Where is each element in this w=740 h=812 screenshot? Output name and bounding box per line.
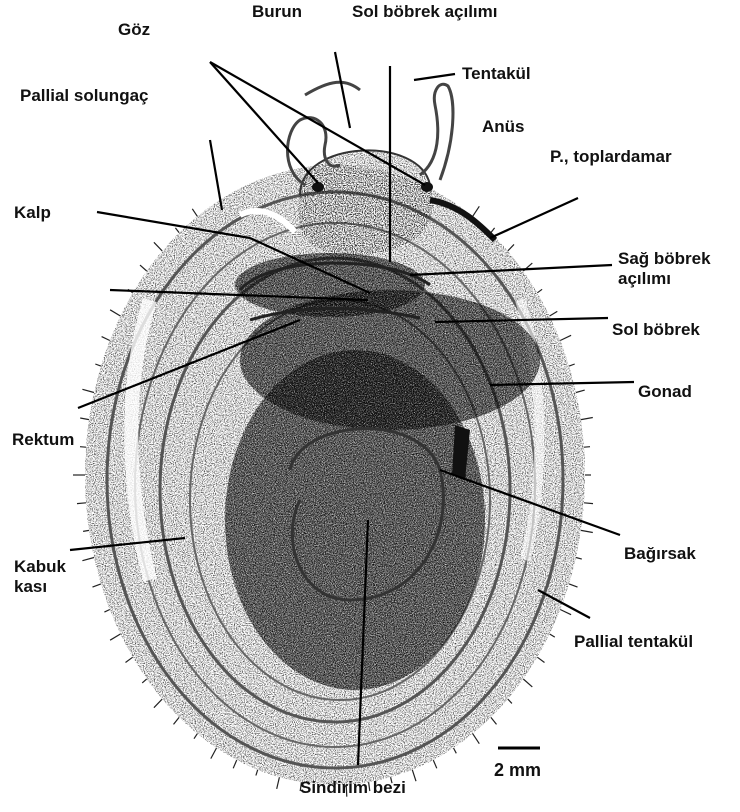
fringe-spike <box>110 310 120 316</box>
leader-goz-left <box>210 62 318 183</box>
top-fold <box>305 82 360 95</box>
fringe-spike <box>581 418 593 420</box>
label-bagirsak: Bağırsak <box>624 544 696 564</box>
label-rektum: Rektum <box>12 430 74 450</box>
label-kabuk-line2: kası <box>14 577 66 597</box>
label-sindirim-bezi: Sindirim bezi <box>300 778 406 798</box>
fringe-spike <box>211 748 217 759</box>
fringe-spike <box>174 717 180 724</box>
fringe-spike <box>584 447 590 448</box>
fringe-spike <box>142 679 147 683</box>
fringe-spike <box>560 610 571 615</box>
fringe-spike <box>473 734 480 744</box>
label-anus: Anüs <box>482 117 525 137</box>
fringe-spike <box>569 364 575 366</box>
label-pallial-solungac: Pallial solungaç <box>20 86 149 106</box>
fringe-spike <box>233 760 237 768</box>
fringe-spike <box>550 634 555 637</box>
leader-burun <box>335 52 350 128</box>
fringe-spike <box>102 337 110 341</box>
fringe-spike <box>77 503 86 504</box>
fringe-spike <box>412 770 416 781</box>
fringe-spike <box>584 503 593 504</box>
fringe-spike <box>569 584 577 587</box>
fringe-spike <box>110 634 120 640</box>
fringe-spike <box>126 657 133 662</box>
label-kalp: Kalp <box>14 203 51 223</box>
leader-pallial-solungac <box>210 140 222 210</box>
fringe-spike <box>80 418 89 420</box>
fringe-spike <box>140 265 147 271</box>
fringe-spike <box>194 734 197 739</box>
fringe-spike <box>508 699 512 703</box>
label-kabuk-kasi: Kabuk kası <box>14 557 66 596</box>
fringe-spike <box>454 748 457 753</box>
fringe-spike <box>95 364 101 366</box>
digestive-gland <box>225 350 485 690</box>
fringe-spike <box>581 530 593 532</box>
fringe-spike <box>82 389 94 392</box>
fringe-spike <box>104 610 109 613</box>
fringe-spike <box>277 777 280 789</box>
fringe-spike <box>491 228 495 233</box>
fringe-spike <box>508 244 514 251</box>
fringe-spike <box>576 390 585 392</box>
fringe-spike <box>576 558 582 560</box>
fringe-spike <box>473 206 480 216</box>
right-tentacle <box>420 84 453 180</box>
label-p-toplardamar: P., toplardamar <box>550 147 672 167</box>
label-pallial-tentakul: Pallial tentakül <box>574 632 693 652</box>
scale-bar-label: 2 mm <box>494 760 541 781</box>
fringe-spike <box>560 335 571 340</box>
fringe-spike <box>550 311 558 316</box>
eye-left <box>312 182 324 192</box>
fringe-spike <box>80 447 86 448</box>
fringe-spike <box>256 770 258 776</box>
label-gonad: Gonad <box>638 382 692 402</box>
fringe-spike <box>523 679 532 687</box>
fringe-spike <box>154 242 162 251</box>
label-burun: Burun <box>252 2 302 22</box>
fringe-spike <box>82 558 94 561</box>
label-kabuk-line1: Kabuk <box>14 557 66 577</box>
fringe-spike <box>192 209 197 217</box>
leader-tentakul <box>414 74 455 80</box>
head-shape <box>299 150 433 255</box>
label-sol-bobrek: Sol böbrek <box>612 320 700 340</box>
leader-p-toplardamar <box>490 198 578 238</box>
label-sag-bobrek-acilimi: Sağ böbrek açılımı <box>618 249 711 288</box>
label-sol-bobrek-acilimi: Sol böbrek açılımı <box>352 2 498 22</box>
label-tentakul: Tentakül <box>462 64 531 84</box>
fringe-spike <box>491 717 497 724</box>
fringe-spike <box>537 657 544 662</box>
fringe-spike <box>83 530 89 531</box>
fringe-spike <box>154 699 162 708</box>
fringe-spike <box>537 289 542 293</box>
fringe-spike <box>433 760 437 768</box>
fringe-spike <box>175 228 179 233</box>
fringe-spike <box>93 584 101 587</box>
label-goz: Göz <box>118 20 150 40</box>
label-sag-bobrek-line2: açılımı <box>618 269 711 289</box>
label-sag-bobrek-line1: Sağ böbrek <box>618 249 711 269</box>
